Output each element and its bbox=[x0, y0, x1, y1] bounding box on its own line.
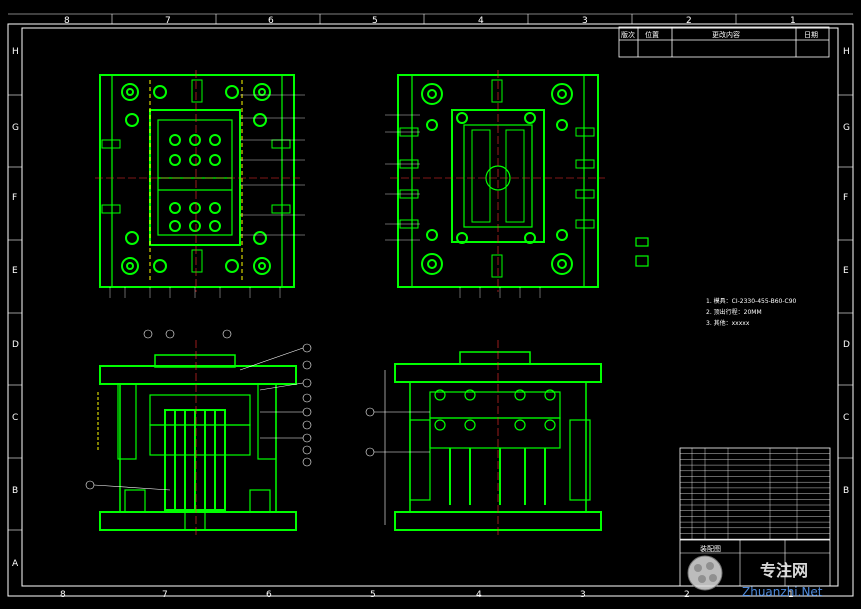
svg-text:8: 8 bbox=[64, 16, 70, 26]
technical-notes: 1. 模具：CI-2330-455-B60-C90 2. 顶出行程：20MM 3… bbox=[706, 297, 797, 327]
balloon-callouts-a bbox=[85, 329, 312, 491]
bottom-zone-labels: 8 7 6 5 4 3 2 1 bbox=[60, 590, 794, 600]
svg-text:3: 3 bbox=[582, 16, 588, 26]
rev-header-version: 版次 bbox=[621, 30, 635, 39]
plan-view-fixed-half bbox=[99, 74, 295, 288]
svg-text:4: 4 bbox=[478, 16, 484, 26]
title-block-title: 装配图 bbox=[700, 544, 721, 553]
svg-text:1: 1 bbox=[788, 590, 794, 600]
svg-text:H: H bbox=[12, 47, 19, 57]
note-3: 3. 其他：xxxxx bbox=[706, 319, 750, 327]
note-2: 2. 顶出行程：20MM bbox=[706, 308, 762, 316]
rev-header-position: 位置 bbox=[645, 30, 659, 39]
svg-text:E: E bbox=[843, 266, 849, 276]
svg-text:B: B bbox=[12, 486, 18, 496]
svg-text:4: 4 bbox=[476, 590, 482, 600]
svg-text:3: 3 bbox=[580, 590, 586, 600]
title-block: 装配图 bbox=[679, 539, 831, 587]
note-1: 1. 模具：CI-2330-455-B60-C90 bbox=[706, 297, 797, 305]
svg-text:F: F bbox=[843, 193, 848, 203]
svg-text:G: G bbox=[12, 123, 19, 133]
svg-text:7: 7 bbox=[165, 16, 171, 26]
svg-text:C: C bbox=[12, 413, 18, 423]
svg-text:1: 1 bbox=[790, 16, 796, 26]
svg-text:E: E bbox=[12, 266, 18, 276]
svg-text:H: H bbox=[843, 47, 850, 57]
svg-text:F: F bbox=[12, 193, 17, 203]
svg-text:6: 6 bbox=[266, 590, 272, 600]
left-zone-labels: H G F E D C B A bbox=[12, 47, 19, 569]
section-view-a bbox=[99, 354, 297, 531]
svg-text:B: B bbox=[843, 486, 849, 496]
svg-text:7: 7 bbox=[162, 590, 168, 600]
svg-text:D: D bbox=[12, 340, 19, 350]
svg-text:2: 2 bbox=[686, 16, 692, 26]
svg-text:8: 8 bbox=[60, 590, 66, 600]
svg-text:G: G bbox=[843, 123, 850, 133]
watermark-logo: 专注网 Zhuanzhi.Net bbox=[687, 555, 823, 599]
detail-symbols bbox=[635, 237, 649, 267]
right-zone-labels: H G F E D C B bbox=[843, 47, 850, 496]
svg-text:6: 6 bbox=[268, 16, 274, 26]
rev-header-change: 更改内容 bbox=[712, 30, 740, 39]
top-zone-labels: 8 7 6 5 4 3 2 1 bbox=[64, 16, 796, 26]
svg-text:5: 5 bbox=[372, 16, 378, 26]
svg-text:5: 5 bbox=[370, 590, 376, 600]
inner-frame bbox=[21, 27, 839, 587]
svg-text:A: A bbox=[12, 559, 19, 569]
bill-of-materials bbox=[679, 447, 831, 540]
svg-text:C: C bbox=[843, 413, 849, 423]
watermark-en: Zhuanzhi.Net bbox=[742, 585, 823, 599]
rev-header-date: 日期 bbox=[804, 31, 818, 39]
watermark-cn: 专注网 bbox=[760, 561, 808, 580]
outer-frame bbox=[7, 23, 854, 597]
svg-text:D: D bbox=[843, 340, 850, 350]
revision-table: 版次 位置 更改内容 日期 bbox=[618, 26, 830, 58]
svg-text:2: 2 bbox=[684, 590, 690, 600]
